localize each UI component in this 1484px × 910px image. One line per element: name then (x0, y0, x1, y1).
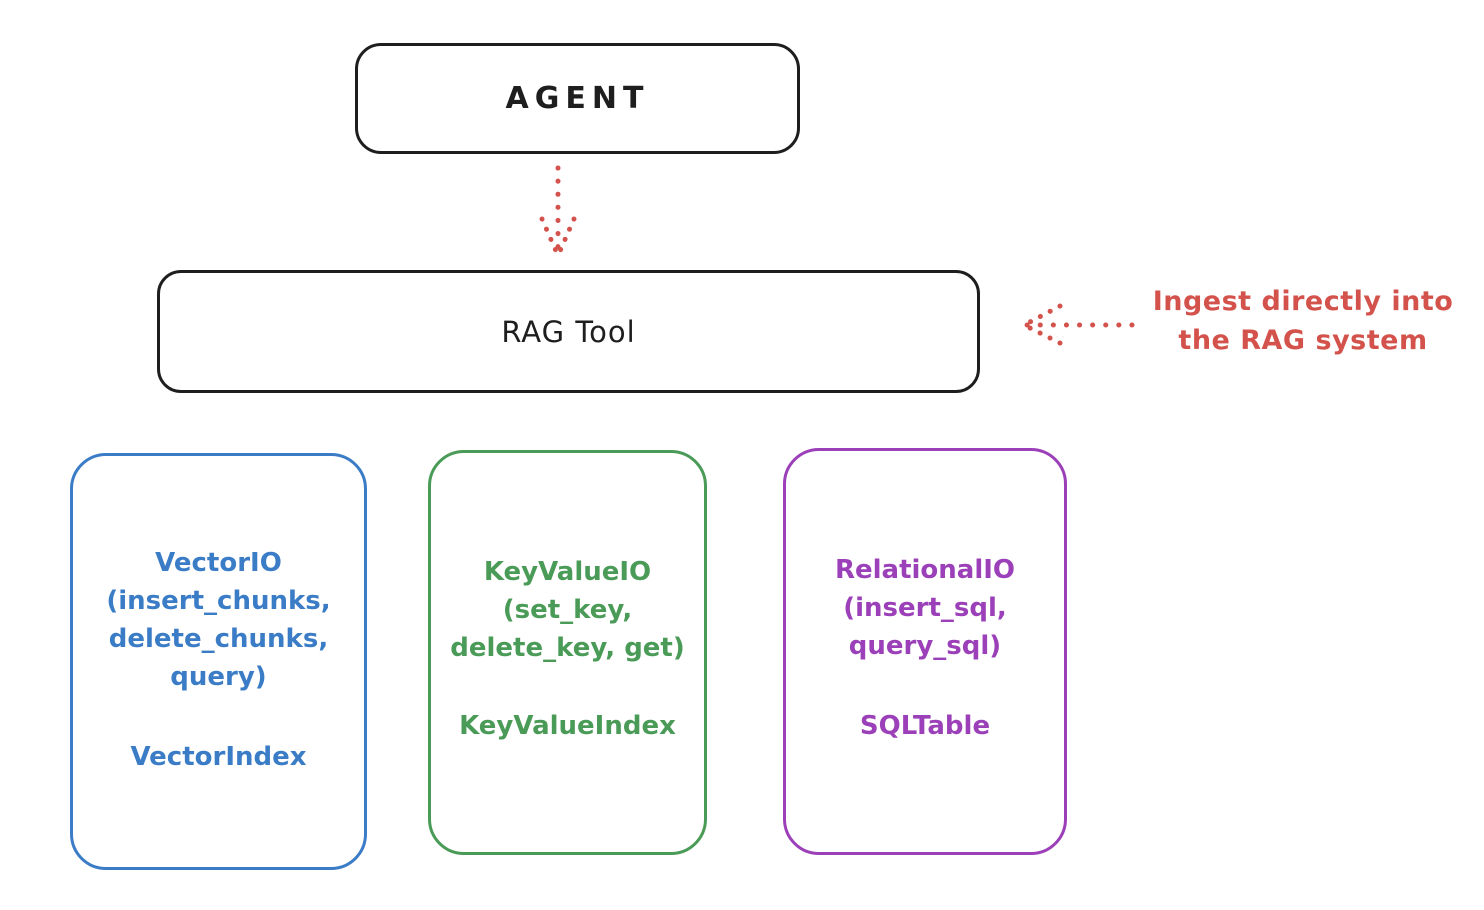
vector-io-title: VectorIO (155, 548, 282, 578)
keyvalue-io-methods-line1: (set_key, (502, 595, 633, 625)
rag-tool-label: RAG Tool (501, 314, 636, 349)
agent-label: AGENT (505, 81, 650, 116)
dotted-down-arrow-head-right (557, 216, 577, 254)
relational-io-title: RelationalIO (834, 555, 1016, 585)
keyvalue-io-node: KeyValueIO (set_key, delete_key, get) Ke… (428, 450, 707, 855)
vector-io-methods-line1: (insert_chunks, (106, 586, 331, 616)
dotted-left-arrow-head-top (1025, 303, 1063, 326)
ingest-annotation-line1: Ingest directly into (1152, 286, 1454, 317)
vector-io-node: VectorIO (insert_chunks, delete_chunks, … (70, 453, 367, 870)
sql-table-label: SQLTable (859, 711, 991, 741)
vector-index-label: VectorIndex (130, 742, 307, 772)
ingest-annotation: Ingest directly into the RAG system (1138, 282, 1468, 360)
keyvalue-io-title: KeyValueIO (483, 557, 652, 587)
dotted-left-arrow-head-bottom (1025, 324, 1063, 346)
relational-io-methods-line1: (insert_sql, (843, 593, 1007, 623)
keyvalue-index-label: KeyValueIndex (459, 711, 676, 741)
vector-io-methods-line3: query) (170, 662, 267, 692)
vector-io-methods-line2: delete_chunks, (108, 624, 329, 654)
rag-tool-node: RAG Tool (157, 270, 980, 393)
ingest-arrow (1023, 303, 1135, 346)
agent-node: AGENT (355, 43, 800, 154)
relational-io-methods-line2: query_sql) (848, 631, 1002, 661)
dotted-down-arrow-head-left (539, 216, 559, 254)
ingest-annotation-line2: the RAG system (1178, 325, 1428, 356)
relational-io-node: RelationalIO (insert_sql, query_sql) SQL… (783, 448, 1067, 855)
agent-to-rag-arrow (539, 165, 577, 261)
keyvalue-io-methods-line2: delete_key, get) (450, 633, 685, 663)
